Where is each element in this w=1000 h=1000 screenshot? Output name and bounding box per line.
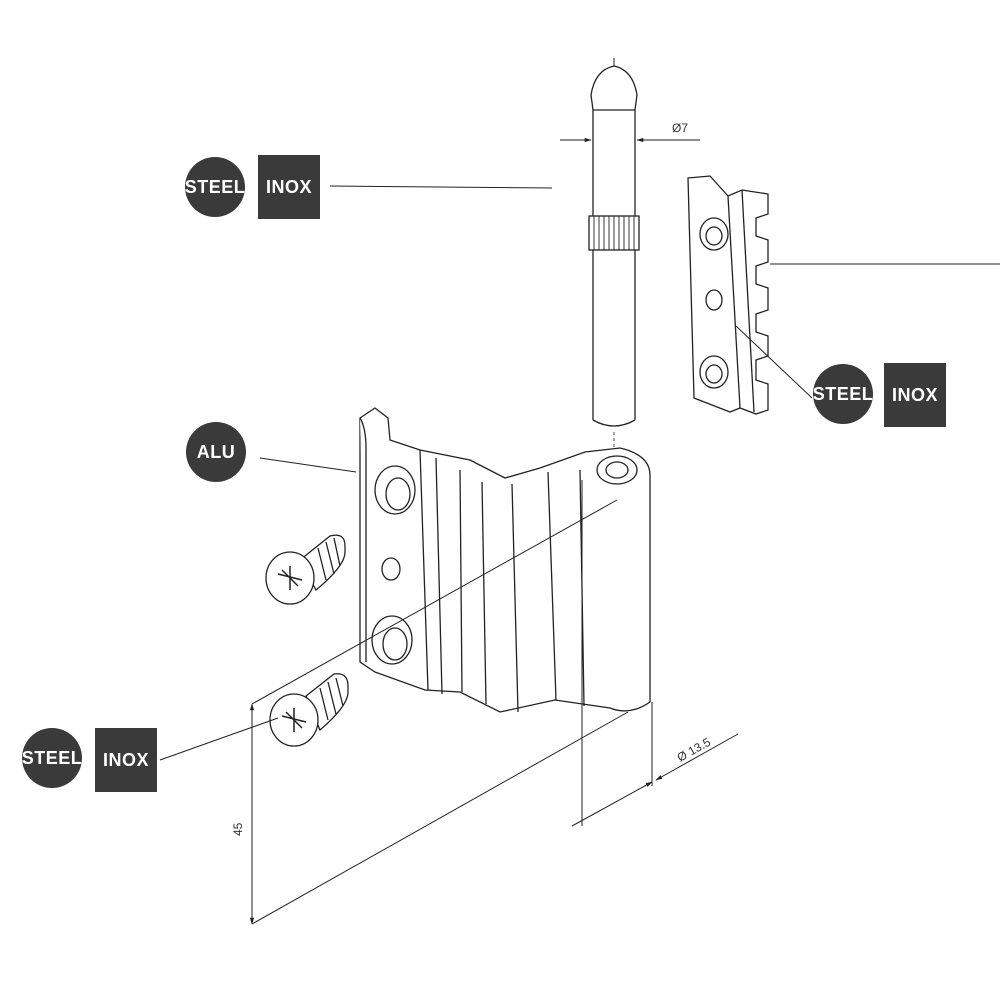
pin-diameter-label: Ø7: [672, 121, 688, 135]
leader-lines: [159, 185, 1000, 761]
steel-badge-text: STEEL: [185, 177, 246, 197]
barrel-diameter-label: Ø 13.5: [675, 735, 714, 765]
alu-badge-text: ALU: [197, 442, 236, 462]
alu-badge-circle: [186, 422, 246, 482]
dimension-lines: [249, 480, 739, 925]
steel-badge-circle: [813, 364, 873, 424]
badge-right: STEEL INOX: [813, 363, 946, 427]
inox-badge-box: [884, 363, 946, 427]
alu-hinge-leaf: [359, 407, 651, 713]
screw-upper: [265, 534, 346, 605]
badge-alu: ALU: [186, 422, 246, 482]
inox-badge-text: INOX: [266, 177, 312, 197]
badge-top-left: STEEL INOX: [185, 155, 320, 219]
inox-badge-box: [95, 728, 157, 792]
inox-badge-text: INOX: [103, 750, 149, 770]
screw-lower: [269, 673, 349, 747]
knurl-pattern: [593, 216, 635, 250]
hinge-pin: [588, 58, 640, 468]
steel-badge-text: STEEL: [813, 384, 874, 404]
inox-badge-box: [258, 155, 320, 219]
steel-badge-circle: [22, 728, 82, 788]
steel-badge-text: STEEL: [22, 748, 83, 768]
badge-bottom-left: STEEL INOX: [22, 728, 157, 792]
pin-plate: [687, 175, 769, 415]
inox-badge-text: INOX: [892, 385, 938, 405]
height-dimension-label: 45: [231, 822, 245, 836]
steel-badge-circle: [185, 157, 245, 217]
